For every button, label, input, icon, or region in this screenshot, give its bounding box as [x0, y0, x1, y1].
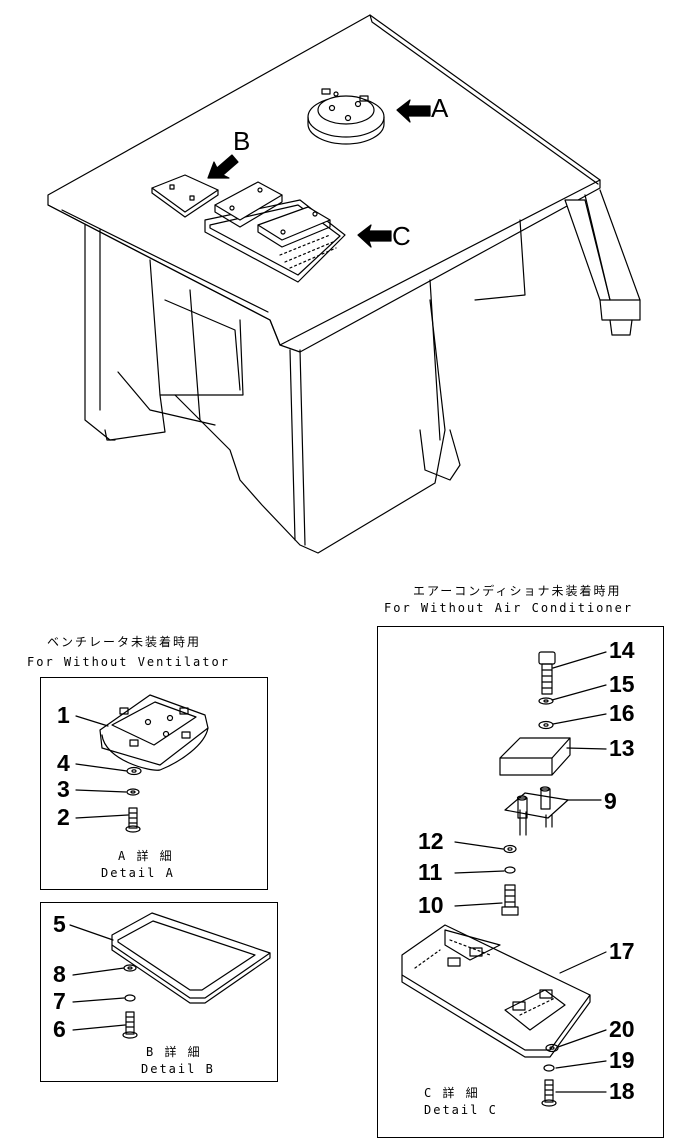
callout-11: 11: [418, 859, 443, 885]
callout-14: 14: [609, 637, 635, 663]
detail-c-title-en: Detail C: [424, 1103, 498, 1117]
callout-16: 16: [609, 700, 635, 726]
detail-b-parts: [69, 912, 271, 1039]
callout-19: 19: [609, 1047, 635, 1073]
callout-3: 3: [57, 776, 70, 802]
callout-6: 6: [53, 1016, 66, 1042]
ventilator-cover: [307, 88, 385, 145]
callout-1: 1: [57, 702, 70, 728]
callout-4: 4: [57, 750, 70, 776]
detail-a-caption-en: For Without Ventilator: [27, 655, 230, 669]
callout-17: 17: [609, 938, 635, 964]
detail-c-caption-en: For Without Air Conditioner: [384, 601, 634, 615]
view-arrows: [207, 99, 431, 248]
view-label-c: C: [392, 221, 411, 251]
callout-20: 20: [609, 1016, 635, 1042]
callout-5: 5: [53, 911, 66, 937]
callout-12: 12: [418, 828, 444, 854]
callout-13: 13: [609, 735, 635, 761]
detail-a-frame: [40, 677, 268, 890]
detail-a-title-jp: A 詳 細: [118, 849, 174, 863]
detail-c-title-jp: C 詳 細: [424, 1086, 480, 1100]
detail-a-caption-jp: ベンチレータ未装着時用: [47, 635, 202, 649]
detail-a-title-en: Detail A: [101, 866, 175, 880]
detail-a-parts: [75, 694, 209, 833]
detail-c-caption-jp: エアーコンディショナ未装着時用: [413, 584, 622, 598]
detail-b-title-jp: B 詳 細: [146, 1045, 202, 1059]
detail-b-title-en: Detail B: [141, 1062, 215, 1076]
callout-15: 15: [609, 671, 635, 697]
view-label-b: B: [233, 126, 251, 156]
view-label-a: A: [431, 93, 449, 123]
cab-body: [47, 14, 641, 554]
callout-10: 10: [418, 892, 444, 918]
detail-c-parts: [401, 651, 607, 1107]
callout-8: 8: [53, 961, 66, 987]
callout-2: 2: [57, 804, 70, 830]
callout-7: 7: [53, 988, 66, 1014]
callout-18: 18: [609, 1078, 635, 1104]
callout-9: 9: [604, 788, 617, 814]
roof-plates: [151, 174, 346, 283]
detail-b-frame: [40, 902, 278, 1082]
